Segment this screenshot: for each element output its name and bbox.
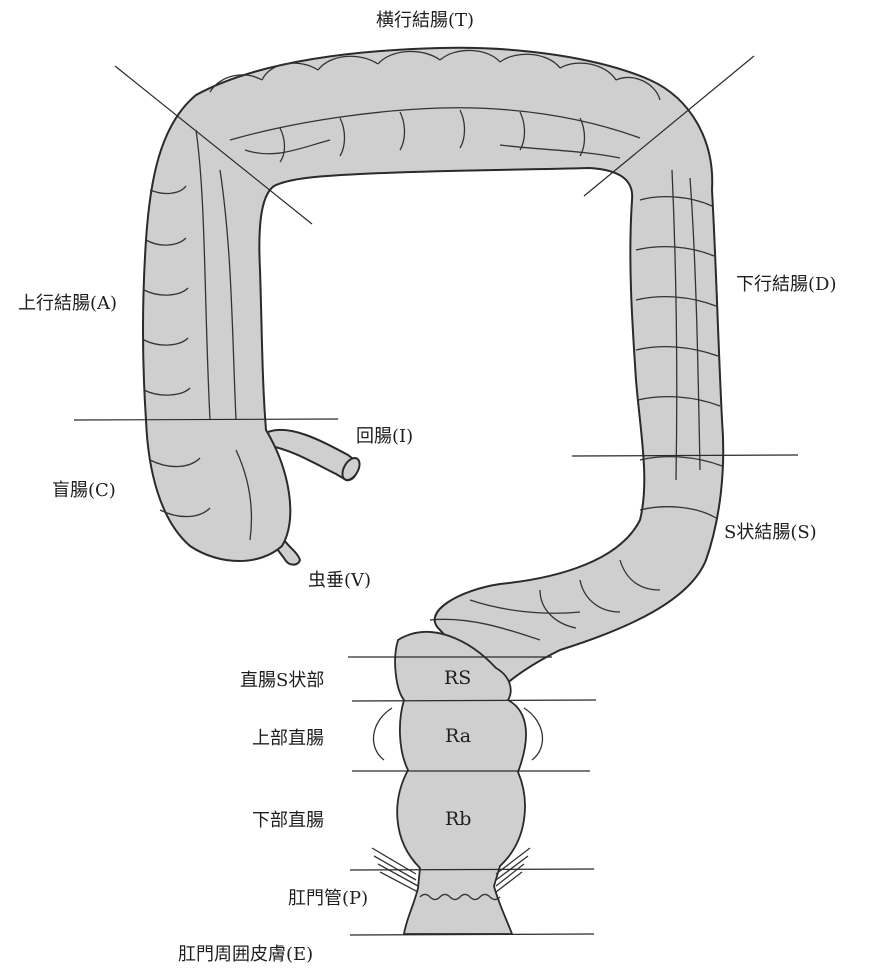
label-appendix: 虫垂(V) <box>308 570 371 591</box>
code-rb: Rb <box>445 808 471 830</box>
label-sigmoid-colon: S状結腸(S) <box>724 522 817 543</box>
lateral-ligament-left <box>374 708 392 760</box>
label-anal-canal: 肛門管(P) <box>288 888 368 909</box>
boundary-cecum <box>74 419 338 420</box>
boundary-anal-skin <box>350 934 594 935</box>
label-upper-rectum: 上部直腸 <box>252 728 324 749</box>
label-ascending-colon: 上行結腸(A) <box>18 293 117 314</box>
colon-body <box>143 48 723 690</box>
label-ileum: 回腸(I) <box>356 426 413 447</box>
label-perianal-skin: 肛門周囲皮膚(E) <box>178 944 313 965</box>
boundary-descending-sigmoid <box>572 455 798 456</box>
label-transverse-colon: 横行結腸(T) <box>376 10 474 31</box>
colon-outline <box>143 48 723 690</box>
label-cecum: 盲腸(C) <box>52 480 116 501</box>
code-rs: RS <box>444 667 471 689</box>
code-ra: Ra <box>445 725 471 747</box>
boundary-rs-ra <box>352 700 596 701</box>
label-lower-rectum: 下部直腸 <box>252 810 324 831</box>
label-descending-colon: 下行結腸(D) <box>736 274 836 295</box>
label-rectosigmoid: 直腸S状部 <box>240 670 324 691</box>
